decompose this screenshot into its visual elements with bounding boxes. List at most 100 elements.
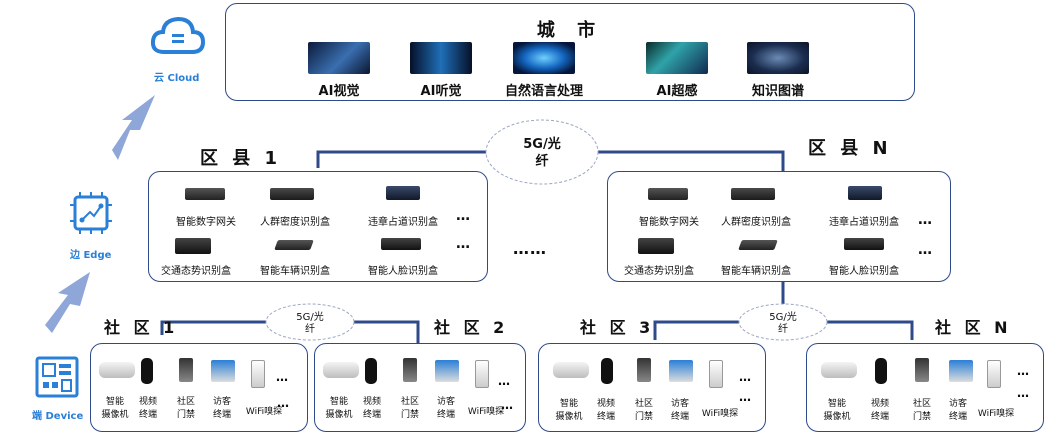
device-label: 社区 门禁 <box>912 399 931 422</box>
device-label: 智能数字网关 <box>639 217 699 228</box>
device-label: 智能人脸识别盒 <box>829 266 899 277</box>
vehicle-box-image <box>274 240 314 250</box>
device-label: 交通态势识别盒 <box>161 266 231 277</box>
device-label: 违章占道识别盒 <box>829 217 899 228</box>
device-label: 智能数字网关 <box>176 217 236 228</box>
access-control-image <box>915 358 929 382</box>
gateway-device-image <box>648 188 688 200</box>
device-label: WiFi嗅探 <box>245 407 283 417</box>
community-title: 社 区 1 <box>104 318 179 337</box>
device-label: 智能 摄像机 <box>823 399 851 422</box>
device-label: 智能车辆识别盒 <box>721 266 791 277</box>
wifi-sniffer-image <box>987 360 1001 388</box>
video-terminal-image <box>601 358 613 384</box>
camera-image <box>821 362 857 378</box>
visitor-terminal-image <box>669 360 693 382</box>
city-box: 城 市 AI视觉 AI听觉 自然语言处理 AI超感 知识图谱 <box>225 3 915 101</box>
link-label: 5G/光 纤 <box>769 312 797 335</box>
traffic-box-image <box>638 238 674 254</box>
ellipsis: … <box>456 208 471 224</box>
visitor-terminal-image <box>949 360 973 382</box>
violation-box-image <box>848 186 882 200</box>
city-title: 城 市 <box>536 20 604 41</box>
nlp-image <box>513 42 575 74</box>
device-label: 智能车辆识别盒 <box>260 266 330 277</box>
ellipsis: … <box>276 370 289 384</box>
device-label: 社区 门禁 <box>634 399 653 422</box>
district-title: 区 县 N <box>808 138 892 159</box>
district-box-n: 智能数字网关 人群密度识别盒 违章占道识别盒 … 交通态势识别盒 智能车辆识别盒… <box>607 171 951 282</box>
device-icon <box>35 356 79 398</box>
community-title: 社 区 2 <box>434 318 509 337</box>
video-terminal-image <box>875 358 887 384</box>
crowd-box-image <box>270 188 314 200</box>
device-label: 智能人脸识别盒 <box>368 266 438 277</box>
device-label: 智能 摄像机 <box>101 397 129 420</box>
access-control-image <box>403 358 417 382</box>
device-label: 交通态势识别盒 <box>624 266 694 277</box>
link-label: 5G/光 纤 <box>296 312 324 335</box>
capability-label: 自然语言处理 <box>504 84 583 99</box>
device-label: 视频 终端 <box>362 397 381 420</box>
device-tier: 端 Device <box>32 355 94 422</box>
device-label: 访客 终端 <box>212 397 231 420</box>
device-label: 视频 终端 <box>138 397 157 420</box>
video-terminal-image <box>365 358 377 384</box>
face-box-image <box>844 238 884 250</box>
access-control-image <box>179 358 193 382</box>
crowd-box-image <box>731 188 775 200</box>
cloud-tier: 云 Cloud <box>150 14 210 84</box>
ellipsis: … <box>739 390 752 404</box>
arrow-up-edge <box>45 272 90 333</box>
ellipsis: … <box>918 212 933 228</box>
capability-label: AI视觉 <box>318 84 360 99</box>
face-box-image <box>381 238 421 250</box>
device-label: 端 Device <box>32 411 84 422</box>
camera-image <box>99 362 135 378</box>
ellipsis: … <box>918 242 933 258</box>
ellipsis: … <box>1017 364 1030 378</box>
arrow-up-cloud <box>112 95 155 160</box>
violation-box-image <box>386 186 420 200</box>
device-label: 视频 终端 <box>870 399 889 422</box>
device-label: 智能 摄像机 <box>325 397 353 420</box>
device-label: WiFi嗅探 <box>701 409 739 419</box>
vehicle-box-image <box>738 240 778 250</box>
device-label: 视频 终端 <box>596 399 615 422</box>
ellipsis: … <box>1017 386 1030 400</box>
district-box-1: 智能数字网关 人群密度识别盒 违章占道识别盒 … 交通态势识别盒 智能车辆识别盒… <box>148 171 488 282</box>
ai-vision-image <box>308 42 370 74</box>
middle-ellipsis: …… <box>513 239 547 258</box>
edge-tier: 边 Edge <box>68 190 128 261</box>
ellipsis: … <box>501 398 514 412</box>
device-label: WiFi嗅探 <box>467 407 505 417</box>
wifi-sniffer-image <box>709 360 723 388</box>
community-box-3: … 智能 摄像机 视频 终端 社区 门禁 访客 终端 WiFi嗅探 … <box>538 343 766 432</box>
ellipsis: … <box>277 396 290 410</box>
community-title: 社 区 N <box>935 318 1012 337</box>
community-box-1: … 智能 摄像机 视频 终端 社区 门禁 访客 终端 WiFi嗅探 … <box>90 343 308 432</box>
edge-label: 边 Edge <box>70 250 112 261</box>
device-label: 社区 门禁 <box>176 397 195 420</box>
device-label: 人群密度识别盒 <box>721 217 791 228</box>
ai-supersense-image <box>646 42 708 74</box>
link-label: 5G/光 纤 <box>523 137 561 169</box>
device-label: 违章占道识别盒 <box>368 217 438 228</box>
capability-label: AI超感 <box>656 84 698 99</box>
knowledge-graph-image <box>747 42 809 74</box>
device-label: 访客 终端 <box>436 397 455 420</box>
wifi-sniffer-image <box>251 360 265 388</box>
ellipsis: … <box>498 374 511 388</box>
device-label: 社区 门禁 <box>400 397 419 420</box>
edge-icon <box>70 192 112 234</box>
capability-label: 知识图谱 <box>751 84 804 99</box>
device-label: 访客 终端 <box>670 399 689 422</box>
gateway-device-image <box>185 188 225 200</box>
camera-image <box>553 362 589 378</box>
ellipsis: … <box>739 370 752 384</box>
community-box-n: … 智能 摄像机 视频 终端 社区 门禁 访客 终端 WiFi嗅探 … <box>806 343 1044 432</box>
camera-image <box>323 362 359 378</box>
ellipsis: … <box>456 236 471 252</box>
cloud-icon <box>150 16 206 54</box>
